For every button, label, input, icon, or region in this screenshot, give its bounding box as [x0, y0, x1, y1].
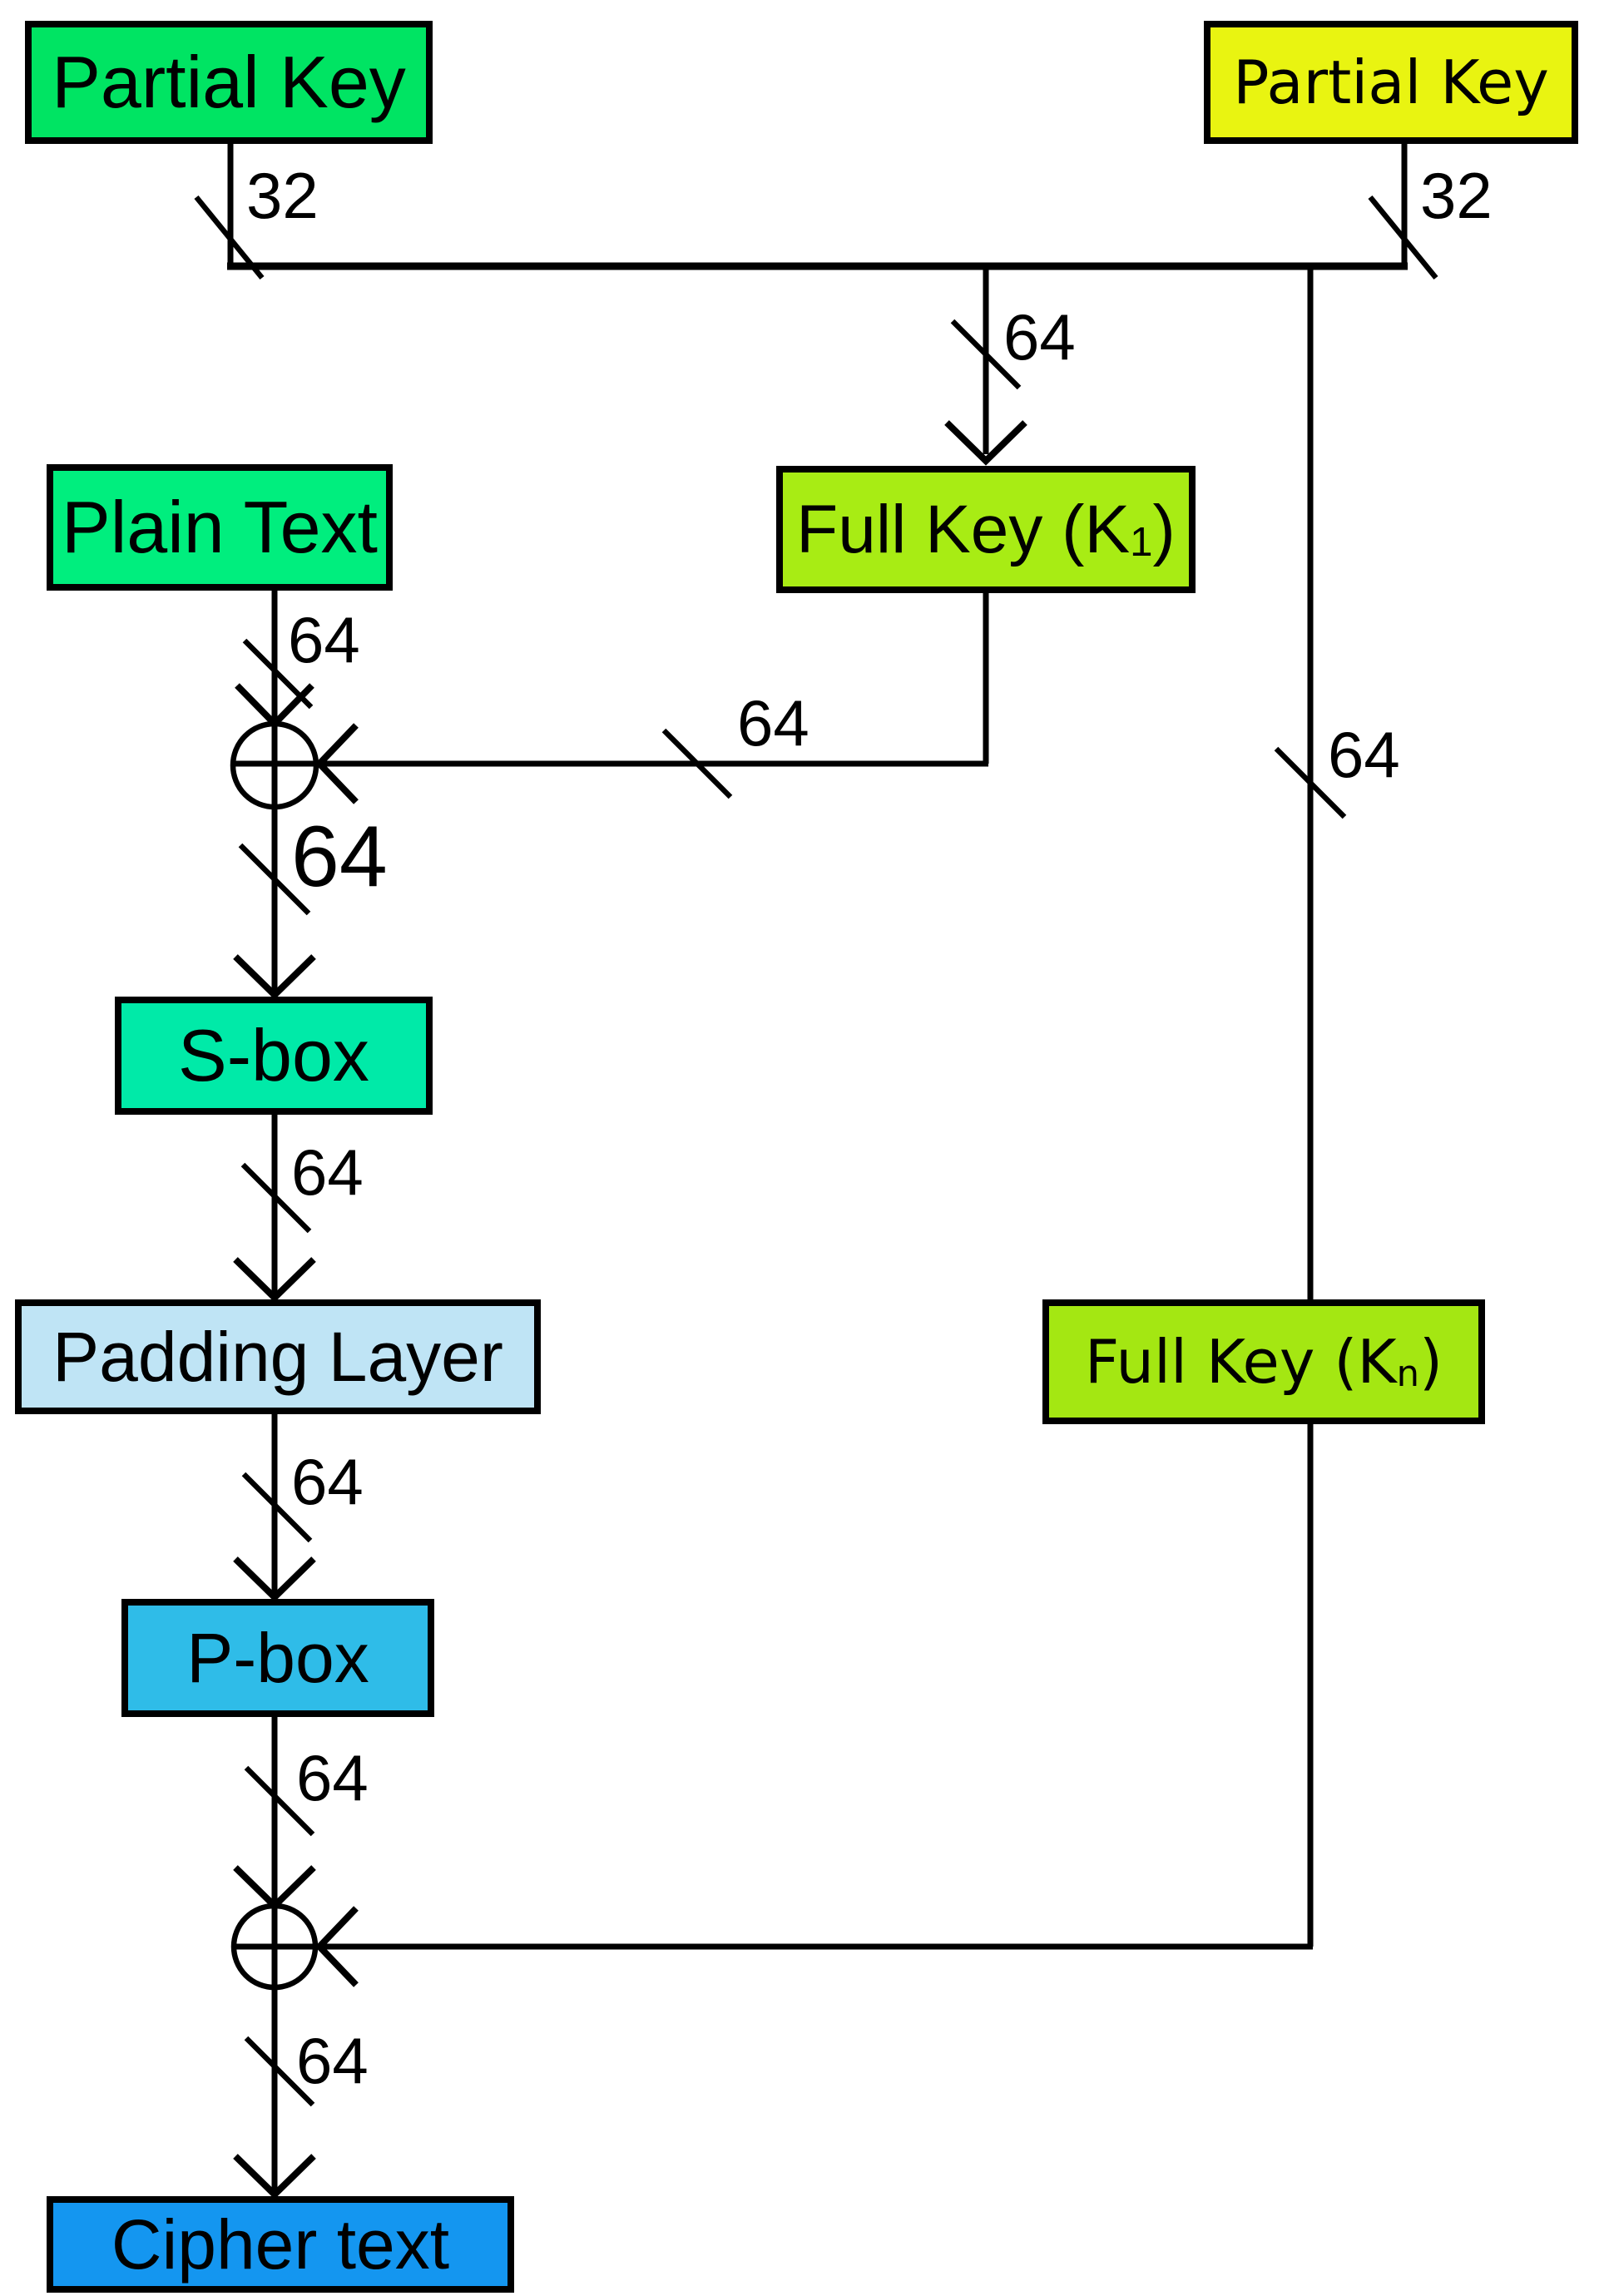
full-key-1-box: Full Key (K1) [776, 466, 1196, 593]
bus-width-label-64-pbox: 64 [296, 1741, 369, 1814]
slash-64-padding [241, 1472, 313, 1543]
bus-width-label-32-left: 32 [246, 159, 319, 232]
full-key-1-label-subscript: 1 [1130, 519, 1153, 566]
bus-width-label-64-merge: 64 [1003, 300, 1076, 374]
partial-key-left-box: Partial Key [25, 21, 433, 144]
s-box-label: S-box [178, 1014, 369, 1096]
arrow-down-into-full-key-1-icon [944, 420, 1027, 466]
bus-lines [227, 141, 1408, 2193]
full-key-n-label-prefix: Full Key (K [1084, 1327, 1397, 1397]
partial-key-right-label: Partial Key [1233, 47, 1549, 117]
slash-64-key1 [661, 728, 733, 799]
full-key-1-label: Full Key (K1) [796, 491, 1176, 569]
padding-layer-label: Padding Layer [52, 1317, 503, 1396]
cipher-text-label: Cipher text [111, 2204, 450, 2284]
p-box-label: P-box [186, 1618, 369, 1697]
slash-32-left [194, 195, 265, 280]
bus-width-label-64-xor1-out: 64 [291, 809, 388, 905]
slash-64-pbox [244, 1765, 315, 1837]
cipher-text-box: Cipher text [47, 2196, 514, 2293]
xor-nodes [230, 720, 319, 1991]
full-key-1-label-suffix: ) [1152, 491, 1176, 567]
xor-gate-2-icon [230, 1903, 319, 1991]
bus-width-label-64-cipher: 64 [296, 2024, 369, 2097]
bus-width-label-64-key1: 64 [737, 686, 809, 760]
bus-width-label-64-plain: 64 [288, 603, 360, 676]
s-box-box: S-box [115, 997, 433, 1115]
arrow-left-into-xor2-icon [314, 1906, 359, 1987]
bus-width-label-32-right: 32 [1420, 159, 1493, 232]
p-box-box: P-box [121, 1599, 434, 1717]
full-key-n-box: Full Key (Kn) [1042, 1299, 1485, 1424]
plain-text-box: Plain Text [47, 464, 393, 591]
arrow-down-into-padding-icon [233, 1257, 316, 1303]
slash-64-keyn [1274, 746, 1347, 819]
slash-64-cipher [244, 2036, 315, 2107]
arrow-down-into-sbox-icon [233, 954, 316, 1000]
plain-text-label: Plain Text [62, 486, 378, 568]
full-key-1-label-prefix: Full Key (K [796, 491, 1131, 567]
slash-64-merge [950, 319, 1022, 390]
bus-width-slashes [194, 195, 1438, 2107]
partial-key-left-label: Partial Key [52, 41, 406, 123]
slash-64-sbox [240, 1162, 312, 1234]
xor-gate-1-icon [230, 720, 319, 810]
full-key-n-label: Full Key (Kn) [1085, 1327, 1443, 1397]
full-key-n-label-subscript: n [1396, 1353, 1419, 1396]
partial-key-right-box: Partial Key [1204, 21, 1578, 144]
slash-32-right [1368, 195, 1438, 280]
padding-layer-box: Padding Layer [15, 1299, 541, 1414]
bus-width-label-64-sbox: 64 [291, 1136, 364, 1209]
full-key-n-label-suffix: ) [1419, 1327, 1443, 1397]
bus-width-label-64-padding: 64 [291, 1445, 364, 1518]
arrow-left-into-xor1-icon [314, 723, 359, 804]
arrow-down-into-pbox-icon [233, 1556, 316, 1602]
bus-width-label-64-keyn: 64 [1328, 718, 1400, 791]
arrow-down-into-cipher-icon [233, 2154, 316, 2200]
slash-64-xor1out [238, 843, 311, 916]
